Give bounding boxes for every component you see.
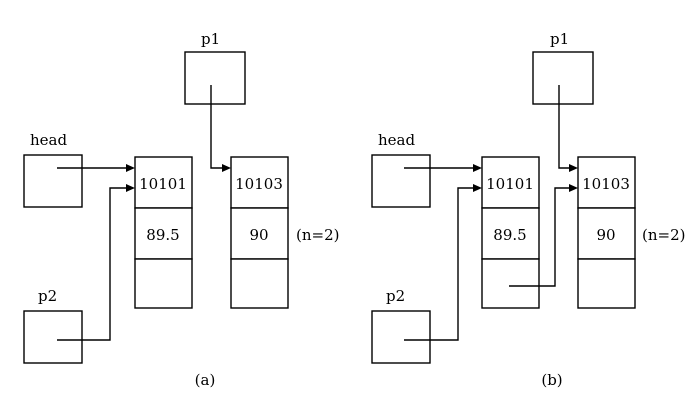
- head-box: [371, 154, 431, 208]
- node-2-score-cell: [230, 207, 289, 260]
- node-1-num: 10101: [139, 175, 187, 193]
- p2-label: p2: [386, 287, 405, 305]
- node-2-num: 10103: [582, 175, 630, 193]
- node-2-num: 10103: [235, 175, 283, 193]
- head-arrow: [404, 164, 482, 172]
- node-count-annotation: (n=2): [296, 226, 339, 244]
- p1-box: [184, 51, 246, 105]
- p2-label: p2: [38, 287, 57, 305]
- node-2-score-cell: [577, 207, 636, 260]
- node-1-score: 89.5: [493, 226, 526, 244]
- diagram-a: p1 head p2 10101 89.5 10103 90 (n=2): [23, 30, 339, 389]
- node-1-num: 10101: [486, 175, 534, 193]
- p2-box: [23, 310, 83, 364]
- diagram-b: p1 head p2 10101 89.5 10103 90 (n=2): [371, 30, 685, 389]
- p1-arrow: [558, 85, 578, 172]
- node-count-annotation: (n=2): [642, 226, 685, 244]
- p1-arrow: [210, 85, 231, 172]
- caption-a: (a): [195, 371, 216, 389]
- node-1: 10101 89.5: [134, 156, 193, 309]
- head-box: [23, 154, 83, 208]
- p2-arrow: [404, 184, 482, 341]
- node-2-num-cell: [577, 156, 636, 209]
- node-2-next-cell: [577, 258, 636, 309]
- caption-b: (b): [541, 371, 562, 389]
- node-2: 10103 90: [577, 156, 636, 309]
- node-1-score: 89.5: [146, 226, 179, 244]
- node-2: 10103 90: [230, 156, 289, 309]
- p1-label: p1: [550, 30, 569, 48]
- p1-box: [532, 51, 594, 105]
- node-1-next-cell: [481, 258, 540, 309]
- node-1-score-cell: [481, 207, 540, 260]
- node-1: 10101 89.5: [481, 156, 540, 309]
- p2-arrow: [57, 184, 135, 341]
- node-1-num-cell: [134, 156, 193, 209]
- head-arrow: [57, 164, 135, 172]
- next-pointer-arrow: [509, 184, 578, 287]
- node-2-score: 90: [249, 226, 268, 244]
- head-label: head: [378, 131, 415, 149]
- p2-box: [371, 310, 431, 364]
- node-2-score: 90: [596, 226, 615, 244]
- node-1-num-cell: [481, 156, 540, 209]
- p1-label: p1: [201, 30, 220, 48]
- head-label: head: [30, 131, 67, 149]
- node-1-score-cell: [134, 207, 193, 260]
- node-1-next-cell: [134, 258, 193, 309]
- node-2-next-cell: [230, 258, 289, 309]
